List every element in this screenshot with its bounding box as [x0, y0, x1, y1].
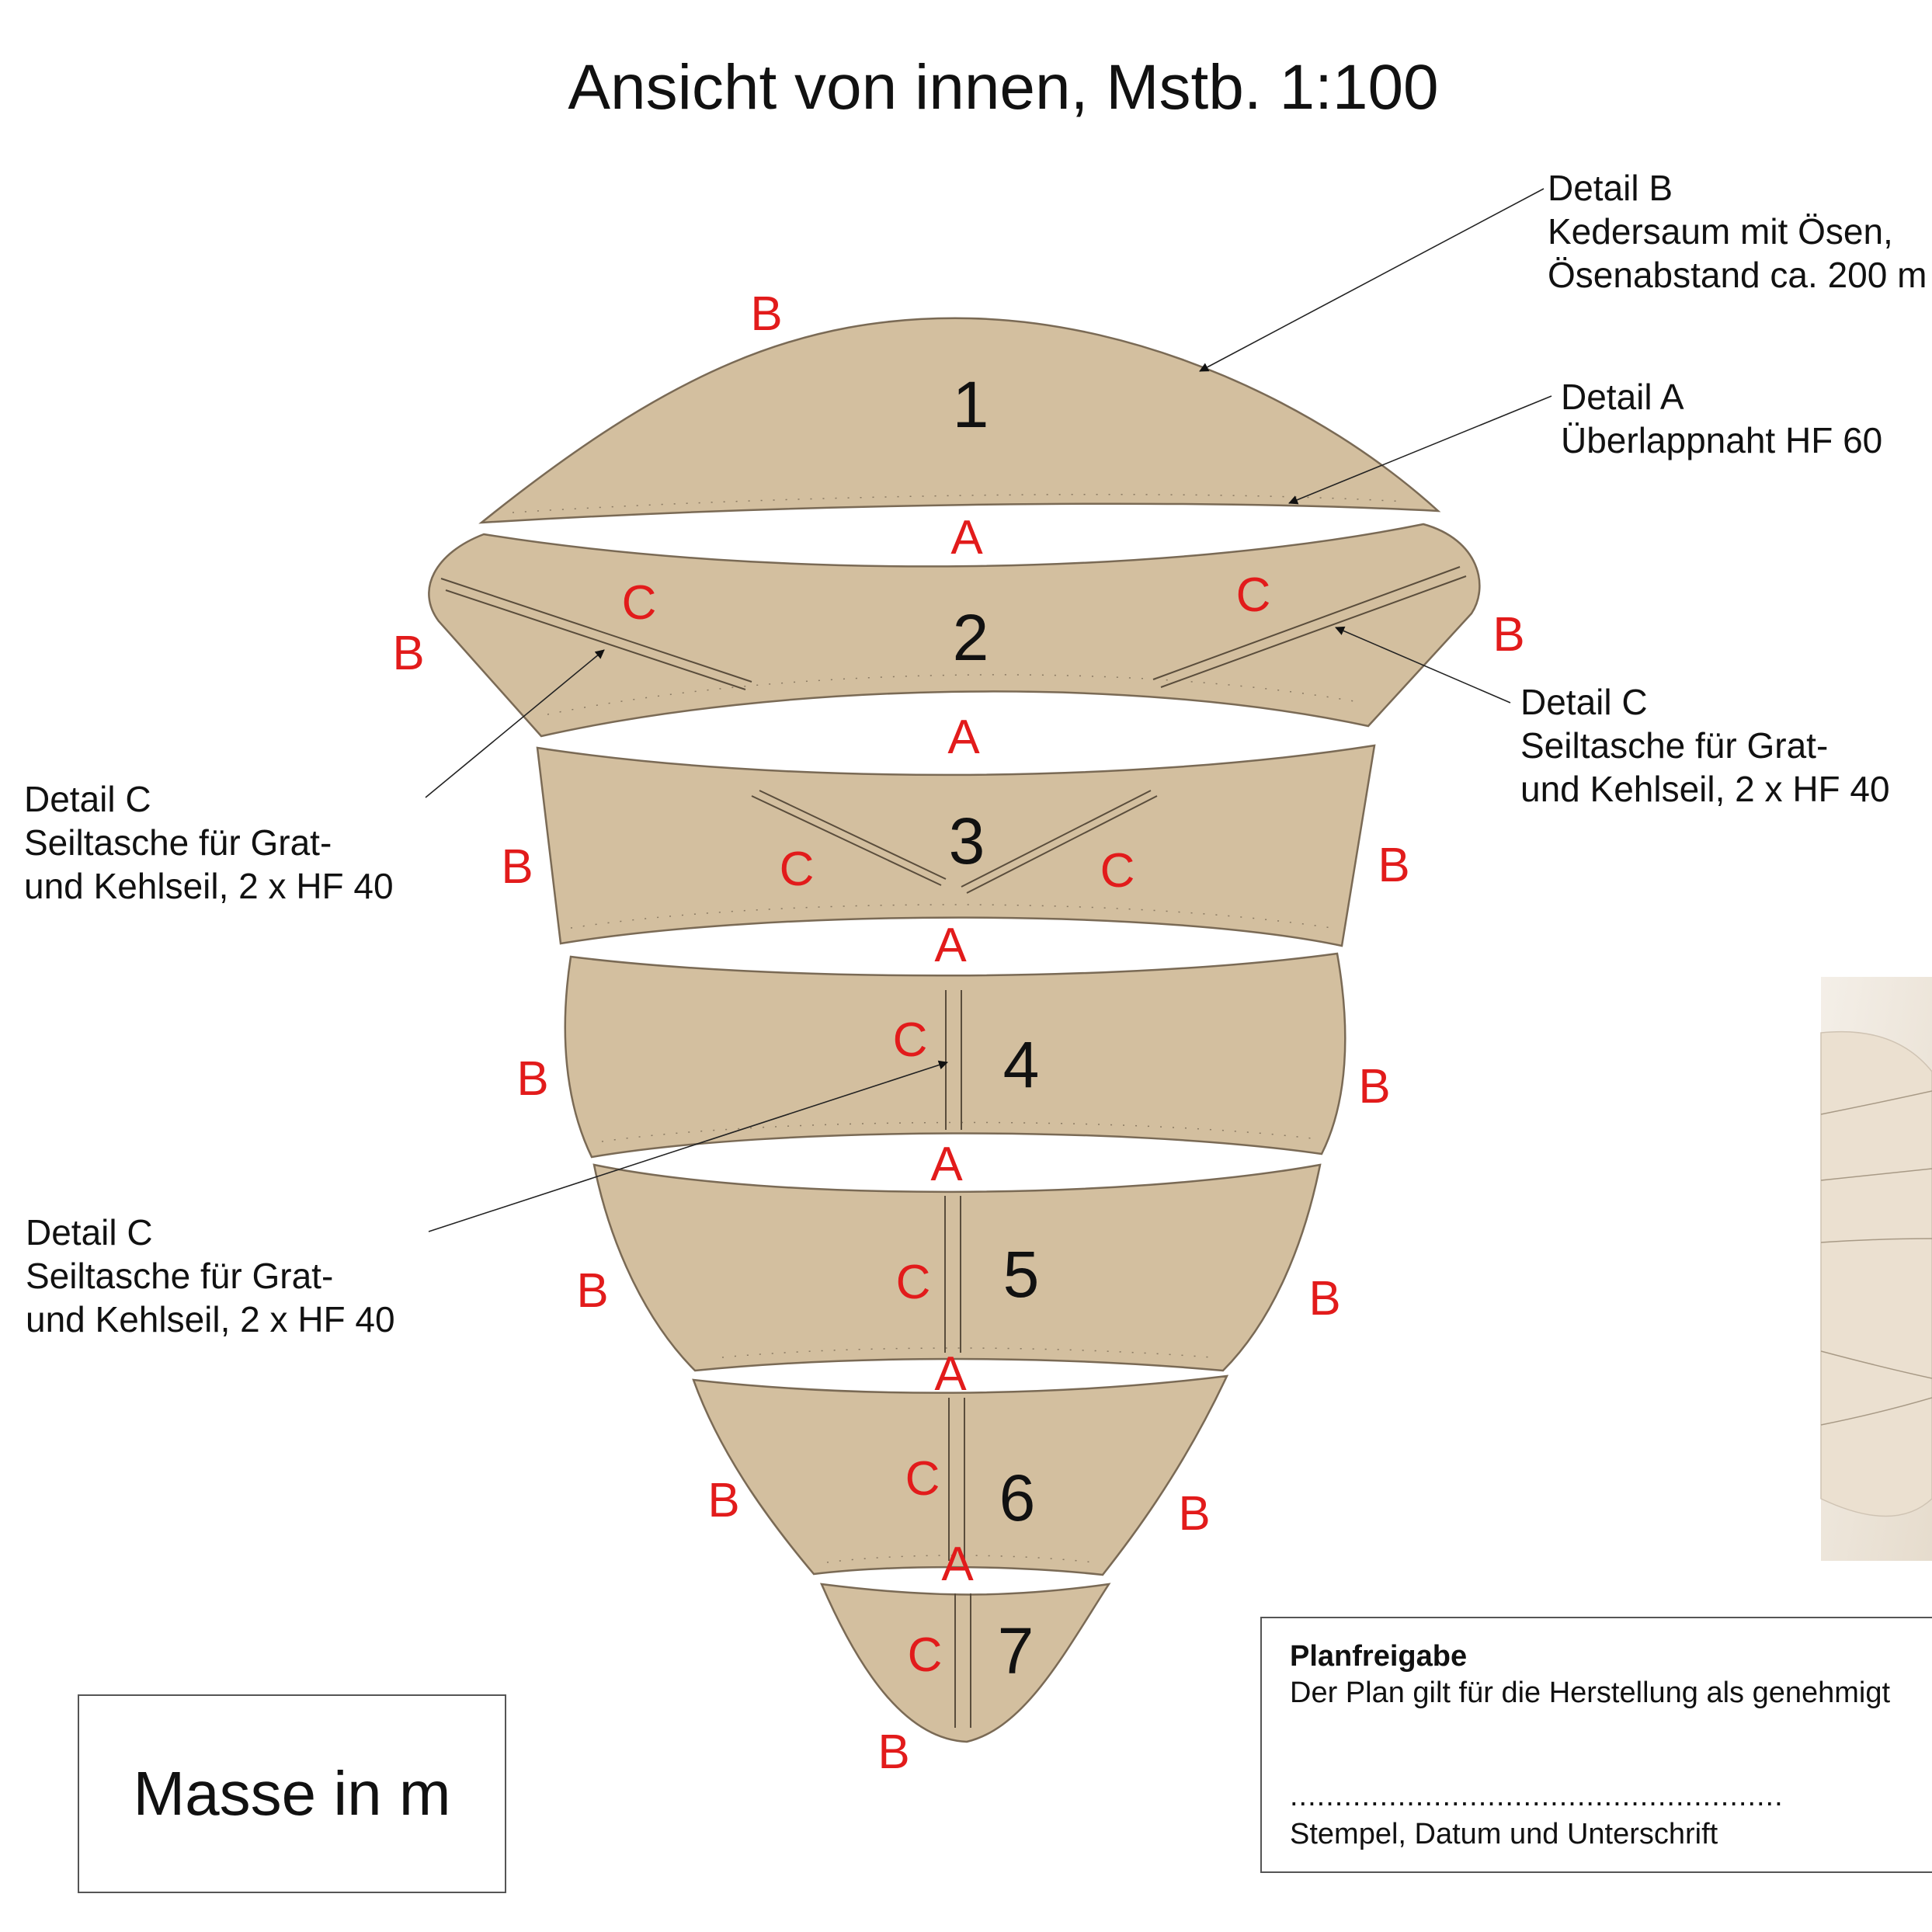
- pocket-label-c: C: [1236, 568, 1271, 622]
- seam-label-a: A: [941, 1538, 974, 1591]
- edge-label-b: B: [576, 1264, 608, 1318]
- callout-detail-c-right: Detail C Seiltasche für Grat- und Kehlse…: [1520, 682, 1890, 809]
- pocket-label-c: C: [905, 1452, 940, 1506]
- svg-text:Detail B: Detail B: [1548, 168, 1673, 208]
- leader-detail-b: [1199, 188, 1545, 372]
- seam-label-a: A: [934, 919, 967, 972]
- panel-number-3: 3: [949, 804, 985, 877]
- units-box: Masse in m: [78, 1694, 506, 1893]
- svg-text:und Kehlseil, 2 x HF 40: und Kehlseil, 2 x HF 40: [24, 866, 394, 906]
- edge-label-b: B: [1308, 1272, 1340, 1326]
- svg-text:und Kehlseil, 2 x HF 40: und Kehlseil, 2 x HF 40: [26, 1299, 395, 1340]
- callout-detail-b: Detail B Kedersaum mit Ösen, Ösenabstand…: [1548, 168, 1927, 295]
- edge-label-b: B: [707, 1474, 739, 1527]
- edge-label-b: B: [1378, 839, 1409, 892]
- units-text: Masse in m: [133, 1759, 451, 1828]
- edge-label-b: B: [1178, 1487, 1210, 1541]
- svg-text:Seiltasche für Grat-: Seiltasche für Grat-: [26, 1256, 333, 1296]
- panel-5: [592, 1163, 1322, 1372]
- approval-box: Planfreigabe Der Plan gilt für die Herst…: [1260, 1617, 1932, 1873]
- signature-caption: Stempel, Datum und Unterschrift: [1290, 1818, 1718, 1850]
- panel-7: [819, 1583, 1111, 1743]
- pocket-label-c: C: [896, 1256, 931, 1309]
- panel-number-2: 2: [953, 601, 989, 674]
- panel-1: [478, 317, 1441, 524]
- svg-text:Seiltasche für Grat-: Seiltasche für Grat-: [1520, 725, 1828, 766]
- svg-text:Überlappnaht HF 60: Überlappnaht HF 60: [1561, 420, 1882, 460]
- leader-detail-c-right: [1335, 626, 1511, 704]
- pocket-label-c: C: [622, 576, 657, 630]
- panel-6: [692, 1374, 1229, 1576]
- pocket-label-c: C: [780, 843, 815, 896]
- pocket-label-c: C: [1100, 844, 1135, 898]
- edge-label-b: B: [750, 287, 782, 341]
- edge-label-b: B: [1492, 608, 1524, 662]
- panel-number-5: 5: [1003, 1238, 1040, 1311]
- pocket-label-c: C: [908, 1628, 943, 1682]
- seam-label-a: A: [934, 1347, 967, 1401]
- seam-labels: A A A A A A: [930, 511, 983, 1591]
- edge-label-b: B: [516, 1052, 548, 1106]
- edge-label-b: B: [877, 1725, 909, 1779]
- edge-labels: B B B B B B B B B B B B: [392, 287, 1524, 1779]
- svg-text:Detail C: Detail C: [26, 1212, 153, 1253]
- svg-text:Kedersaum mit Ösen,: Kedersaum mit Ösen,: [1548, 211, 1893, 252]
- callout-detail-a: Detail A Überlappnaht HF 60: [1561, 377, 1882, 460]
- svg-text:Detail A: Detail A: [1561, 377, 1684, 417]
- pocket-label-c: C: [893, 1013, 928, 1067]
- edge-label-b: B: [392, 627, 424, 680]
- leader-detail-c-left-upper: [425, 649, 605, 798]
- panel-number-1: 1: [953, 368, 989, 441]
- signature-line: ........................................…: [1290, 1780, 1784, 1812]
- svg-text:und Kehlseil, 2 x HF 40: und Kehlseil, 2 x HF 40: [1520, 769, 1890, 809]
- panel-number-6: 6: [999, 1461, 1036, 1534]
- seam-label-a: A: [950, 511, 983, 565]
- pocket-labels: C C C C C C C C: [622, 568, 1271, 1682]
- leader-lines: [425, 188, 1552, 1232]
- approval-text: Der Plan gilt für die Herstellung als ge…: [1290, 1677, 1891, 1709]
- rope-pockets: [440, 566, 1467, 1728]
- drawing-title: Ansicht von innen, Mstb. 1:100: [568, 52, 1438, 123]
- approval-heading: Planfreigabe: [1290, 1640, 1468, 1673]
- membrane-photo-preview: [1820, 977, 1932, 1561]
- callout-detail-c-left-upper: Detail C Seiltasche für Grat- und Kehlse…: [24, 779, 394, 906]
- svg-text:Ösenabstand ca. 200 m: Ösenabstand ca. 200 m: [1548, 255, 1927, 295]
- seam-label-a: A: [930, 1138, 963, 1191]
- svg-text:Detail C: Detail C: [1520, 682, 1648, 722]
- panel-number-4: 4: [1003, 1028, 1040, 1101]
- panel-2: [428, 523, 1481, 738]
- panel-numbers: 1 2 3 4 5 6 7: [949, 368, 1040, 1687]
- leader-detail-a: [1288, 395, 1552, 505]
- panel-number-7: 7: [998, 1614, 1034, 1687]
- svg-text:Detail C: Detail C: [24, 779, 151, 819]
- callout-detail-c-left-lower: Detail C Seiltasche für Grat- und Kehlse…: [26, 1212, 395, 1340]
- edge-label-b: B: [1358, 1060, 1390, 1114]
- edge-label-b: B: [501, 840, 533, 894]
- panel-4: [564, 952, 1346, 1159]
- leader-detail-c-left-lower: [428, 1060, 948, 1232]
- panel-3: [536, 744, 1376, 947]
- svg-text:Seiltasche für Grat-: Seiltasche für Grat-: [24, 822, 332, 863]
- seam-label-a: A: [947, 711, 980, 764]
